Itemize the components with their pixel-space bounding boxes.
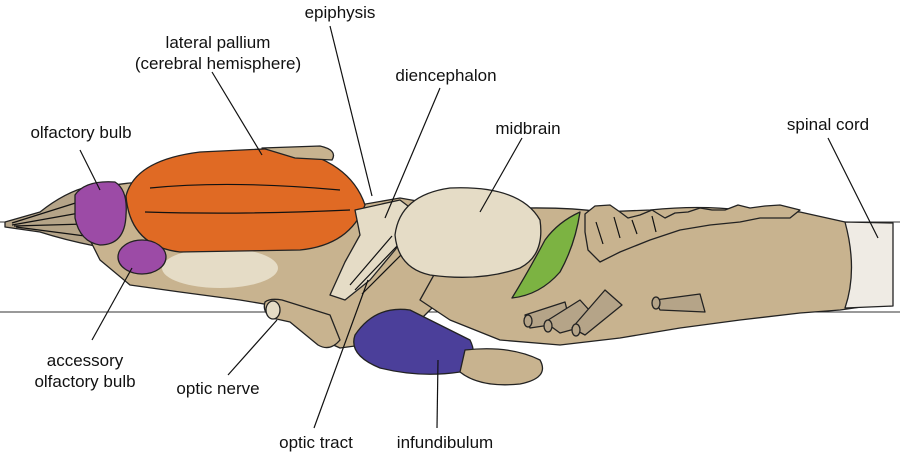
- olfactory-bulb: [74, 181, 127, 246]
- dorsal-lobe: [261, 145, 335, 161]
- label-infundibulum: infundibulum: [396, 433, 494, 452]
- nerve-stump: [543, 319, 553, 333]
- label-spinal-cord: spinal cord: [786, 115, 870, 134]
- leader-lines: [79, 25, 879, 429]
- leader-diencephalon: [384, 87, 441, 219]
- leader-epiphysis: [329, 25, 373, 197]
- leader-lateral-pallium: [211, 71, 263, 156]
- midbrain-green-region: [511, 211, 581, 299]
- nerve-stump: [523, 314, 533, 328]
- label-optic-tract: optic tract: [279, 433, 353, 452]
- leader-olfactory-bulb: [79, 149, 101, 191]
- forebrain-highlight: [162, 248, 278, 288]
- label-accessory-line1: accessory: [46, 351, 124, 370]
- nerve-root: [571, 289, 623, 336]
- accessory-olfactory-bulb: [117, 239, 167, 275]
- label-optic-nerve: optic nerve: [176, 379, 260, 398]
- label-accessory-olfactory-bulb: accessory olfactory bulb: [10, 350, 160, 392]
- nerve-stump: [571, 323, 581, 337]
- leader-accessory-olfactory-bulb: [91, 267, 133, 341]
- cerebellar-crest: [584, 204, 801, 263]
- leader-optic-nerve: [227, 319, 278, 376]
- label-lateral-pallium-line2: (cerebral hemisphere): [134, 54, 302, 73]
- leader-midbrain: [479, 137, 523, 213]
- lateral-pallium: [125, 147, 366, 253]
- label-epiphysis: epiphysis: [304, 3, 376, 22]
- nerve-stump: [651, 296, 661, 310]
- spinal-cord: [844, 221, 894, 309]
- label-olfactory-bulb: olfactory bulb: [30, 123, 132, 142]
- label-accessory-line2: olfactory bulb: [34, 372, 136, 391]
- midbrain-tectum: [394, 187, 542, 278]
- label-lateral-pallium: lateral pallium (cerebral hemisphere): [120, 32, 316, 74]
- cranial-nerve-roots: [523, 289, 706, 337]
- label-midbrain: midbrain: [495, 119, 561, 138]
- leader-optic-tract: [313, 279, 369, 429]
- label-diencephalon: diencephalon: [395, 66, 497, 85]
- leader-spinal-cord: [827, 137, 879, 239]
- hypothalamic-lobe: [459, 348, 544, 386]
- label-lateral-pallium-line1: lateral pallium: [165, 33, 271, 52]
- olfactory-nerve-fibers: [4, 185, 96, 247]
- leader-infundibulum: [436, 359, 439, 429]
- optic-nerve-stump: [265, 300, 281, 320]
